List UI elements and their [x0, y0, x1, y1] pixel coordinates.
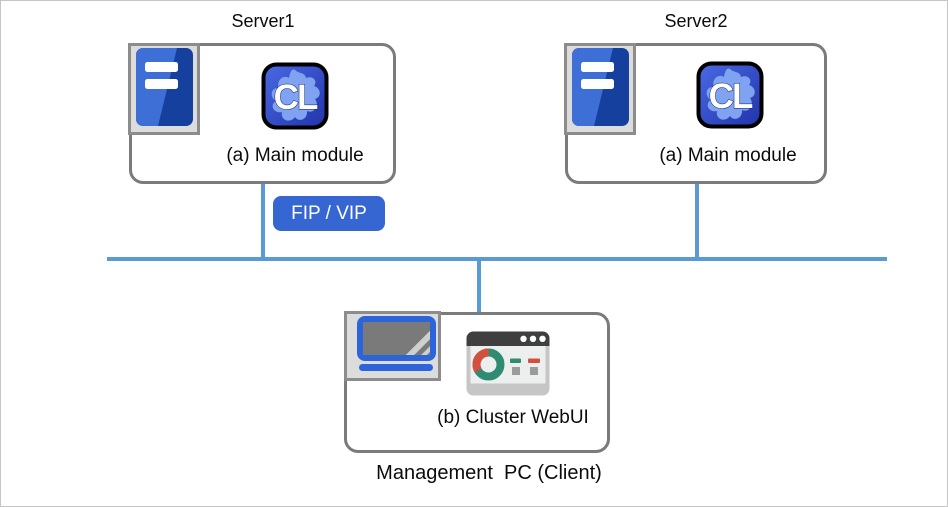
management-pc-webui-label: (b) Cluster WebUI — [437, 407, 589, 428]
network-horizontal-line — [107, 257, 887, 261]
management-pc-caption: Management PC (Client) — [376, 462, 602, 484]
server-icon — [132, 45, 196, 134]
management-pc-network-connector — [477, 261, 481, 313]
server2-title: Server2 — [664, 11, 728, 31]
fip-vip-badge: FIP / VIP — [273, 196, 385, 231]
cl-app-icon: CL — [696, 61, 764, 134]
cl-app-icon: CL — [261, 62, 329, 135]
server2-tile — [564, 43, 636, 135]
server2-network-connector — [695, 184, 699, 260]
server2-module-label: (a) Main module — [659, 145, 797, 166]
server1-title: Server1 — [231, 11, 295, 31]
server1-module-label: (a) Main module — [226, 145, 364, 166]
server1-tile — [128, 43, 200, 135]
server-icon — [568, 45, 632, 134]
laptop-icon — [347, 312, 438, 381]
server1-network-connector — [261, 184, 265, 260]
browser-dashboard-icon — [466, 331, 550, 401]
management-pc-tile — [344, 311, 441, 381]
server2-box — [565, 43, 827, 184]
cl-icon-text: CL — [709, 77, 753, 116]
cl-icon-text: CL — [274, 78, 318, 117]
